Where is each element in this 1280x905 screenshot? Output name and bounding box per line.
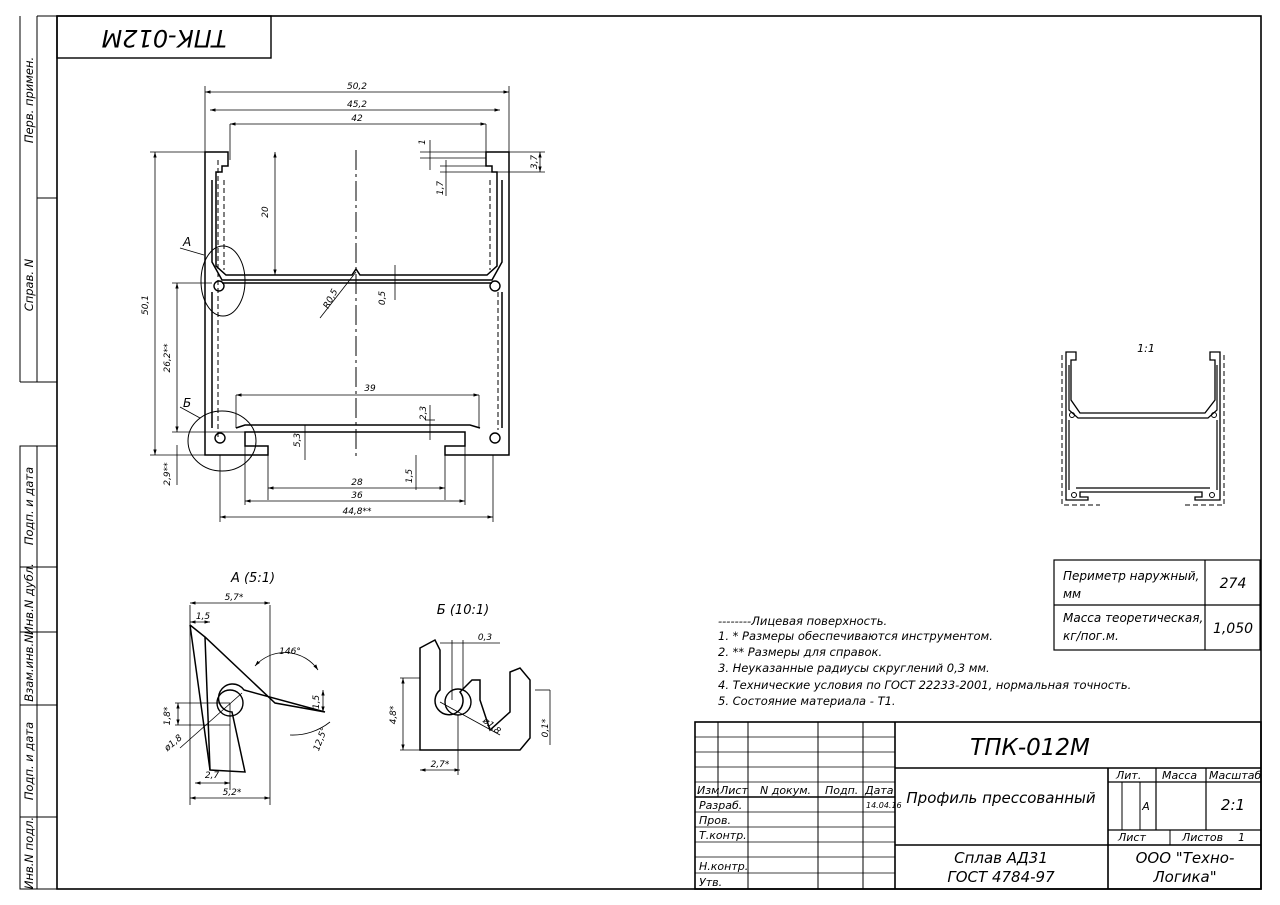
tb-role: Н.контр. [699, 860, 748, 873]
tb-designation: ТПК-012М [970, 735, 1090, 761]
property-label-perimeter: Периметр наружный,мм [1063, 569, 1199, 601]
note-line: 2. ** Размеры для справок. [718, 645, 882, 659]
tb-part-name: Профиль прессованный [906, 789, 1095, 807]
tb-company-2: Логика" [1152, 868, 1216, 886]
note-line: --------Лицевая поверхность. [718, 614, 887, 628]
dim-text: 2,9** [163, 462, 173, 486]
notes-block: --------Лицевая поверхность. 1. * Размер… [718, 614, 1131, 708]
tb-lit-label: Лит. [1115, 769, 1141, 782]
view-label-b: Б [183, 396, 191, 410]
dim-text: 3,7 [530, 155, 540, 170]
dim-text: 39 [364, 384, 376, 394]
dim-text: R0,5 [322, 287, 341, 310]
tb-mass-label: Масса [1162, 769, 1197, 782]
dim-text: 50,1 [141, 295, 151, 315]
tb-col-izm: Изм [697, 784, 719, 797]
strip-label: Подп. и дата [22, 722, 36, 800]
dim-text: 4,8* [389, 705, 399, 724]
dim-text: 1,8* [163, 706, 173, 725]
left-strip-labels: Перв. примен. Справ. N Подп. и дата Инв.… [22, 57, 36, 889]
tb-scale-value: 2:1 [1221, 796, 1245, 814]
note-line: 3. Неуказанные радиусы скруглений 0,3 мм… [718, 661, 990, 675]
dim-text: ø1,8 [480, 716, 503, 737]
tb-role: Пров. [699, 814, 731, 827]
property-value-mass: 1,050 [1213, 621, 1253, 637]
strip-label: Взам.инв.N [22, 634, 36, 702]
strip-label: Инв.N подл. [22, 817, 36, 889]
small-profile-view: 1:1 [1061, 342, 1225, 506]
dim-text: 5,3 [293, 433, 303, 448]
dim-text: 26,2** [163, 343, 173, 373]
tb-col-list: Лист [719, 784, 748, 797]
dim-text: 28 [351, 478, 363, 488]
dim-text: 1,5 [405, 469, 415, 484]
tb-col-date: Дата [864, 784, 894, 797]
note-line: 5. Состояние материала - Т1. [718, 694, 896, 708]
note-line: 1. * Размеры обеспечиваются инструментом… [718, 629, 993, 643]
dim-text: 0,1* [541, 718, 551, 737]
tb-sheets-label: Листов [1181, 831, 1223, 844]
dim-text: 50,2 [347, 82, 367, 92]
tb-col-doc: N докум. [760, 784, 811, 797]
dim-text: ø1,8 [162, 733, 185, 754]
stamp-text: ТПК-012М [101, 24, 226, 52]
strip-label: Справ. N [22, 258, 36, 311]
tb-material-2: ГОСТ 4784-97 [947, 868, 1055, 886]
tb-role: Утв. [699, 876, 722, 889]
property-value-perimeter: 274 [1220, 576, 1247, 592]
main-dimension-lines [150, 86, 545, 522]
dim-text: 42 [351, 114, 363, 124]
tb-company-1: ООО "Техно- [1136, 849, 1235, 867]
title-block [694, 721, 1262, 890]
tb-date-value: 14.04.16 [866, 801, 902, 810]
dim-text: 0,5 [378, 291, 388, 306]
tb-lit-value: А [1141, 800, 1150, 813]
dim-text: 5,7* [225, 593, 244, 603]
detail-b: Б (10:1) 0,3 4,8* ø1,8 0,1* 2,7* [389, 603, 551, 775]
dim-text: 1 [418, 139, 428, 145]
detail-a: А (5:1) 5,7* 1,5 146° 1,8* 1,5 12,5° ø1,… [162, 571, 331, 805]
sheet-frame [19, 15, 1262, 890]
detail-a-title: А (5:1) [230, 571, 275, 586]
dim-text: 1,7 [436, 181, 446, 196]
tb-role: Разраб. [699, 799, 742, 812]
main-dimension-texts: 50,2 45,2 42 1 3,7 1,7 20 50,1 26,2** 2,… [141, 82, 540, 517]
strip-label: Перв. примен. [22, 57, 36, 143]
dim-text: 2,7* [431, 760, 450, 770]
strip-label: Подп. и дата [22, 467, 36, 545]
property-label-mass: Масса теоретическая,кг/пог.м. [1063, 611, 1203, 643]
dim-text: 20 [261, 206, 271, 218]
dim-text: 36 [351, 491, 363, 501]
dim-text: 1,5 [312, 695, 322, 710]
dim-text: 45,2 [347, 100, 367, 110]
strip-label: Инв.N дубл. [22, 563, 36, 635]
dim-text: 44,8** [342, 507, 372, 517]
tb-sheet-label: Лист [1117, 831, 1146, 844]
detail-b-title: Б (10:1) [437, 603, 489, 618]
tb-sheets-value: 1 [1238, 831, 1245, 844]
tb-material-1: Сплав АД31 [954, 849, 1048, 867]
dim-text: 2,7 [205, 771, 220, 781]
view-label-a: А [182, 235, 191, 249]
properties-table [1053, 559, 1261, 651]
tb-scale-label: Масштаб [1209, 769, 1261, 782]
dim-text: 2,3 [419, 406, 429, 421]
dim-text: 146° [279, 647, 301, 657]
small-view-scale: 1:1 [1137, 342, 1155, 355]
dim-text: 1,5 [196, 612, 211, 622]
dim-text: 0,3 [478, 633, 493, 643]
main-profile [187, 150, 510, 472]
tb-role: Т.контр. [699, 829, 747, 842]
tb-col-sign: Подп. [825, 784, 858, 797]
note-line: 4. Технические условия по ГОСТ 22233-200… [718, 678, 1131, 692]
dim-text: 12,5° [312, 726, 330, 752]
dim-text: 5,2* [223, 788, 242, 798]
